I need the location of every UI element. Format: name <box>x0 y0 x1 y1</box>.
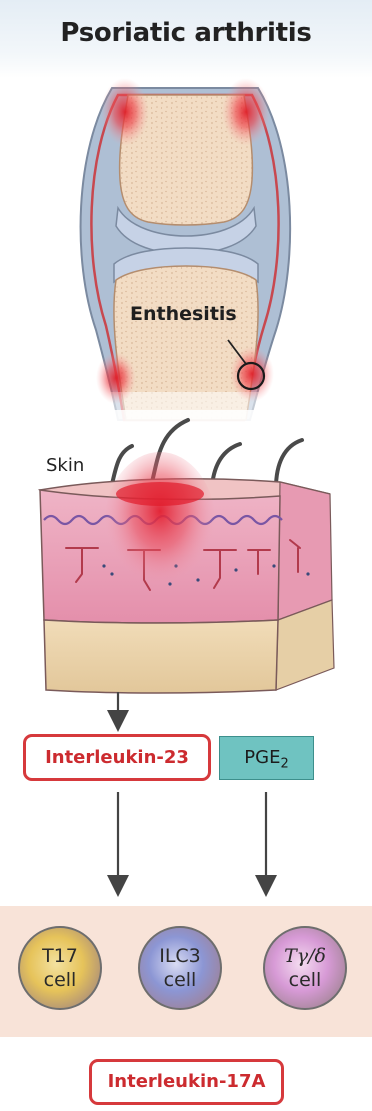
tgd-cell-line2: cell <box>265 968 345 992</box>
inflammation-top-left <box>101 78 149 146</box>
ilc3-cell-line2: cell <box>140 968 220 992</box>
skin-label: Skin <box>46 455 84 476</box>
interleukin-17a-box: Interleukin-17A <box>89 1059 284 1105</box>
tgd-cell-label: Tγ/δ cell <box>265 944 345 992</box>
ilc3-cell-label: ILC3 cell <box>140 944 220 992</box>
skin-inflammation <box>104 452 216 600</box>
t17-cell-line2: cell <box>20 968 100 992</box>
hair-4 <box>276 440 302 488</box>
inflammation-lower-left <box>96 352 136 404</box>
pge2-label: PGE <box>244 747 280 768</box>
ilc3-cell-line1: ILC3 <box>140 944 220 968</box>
t17-cell-label: T17 cell <box>20 944 100 992</box>
t17-cell-line1: T17 <box>20 944 100 968</box>
inflammation-lower-right <box>230 346 274 402</box>
tgd-cell-line1: Tγ/δ <box>265 944 345 968</box>
pge2-box: PGE2 <box>219 736 314 780</box>
enthesitis-label: Enthesitis <box>130 303 237 325</box>
pge2-subscript: 2 <box>280 757 288 772</box>
joint-illustration <box>81 78 291 440</box>
interleukin-23-box: Interleukin-23 <box>23 734 211 781</box>
inflammation-top-right <box>222 78 270 146</box>
hypodermis <box>44 620 278 693</box>
